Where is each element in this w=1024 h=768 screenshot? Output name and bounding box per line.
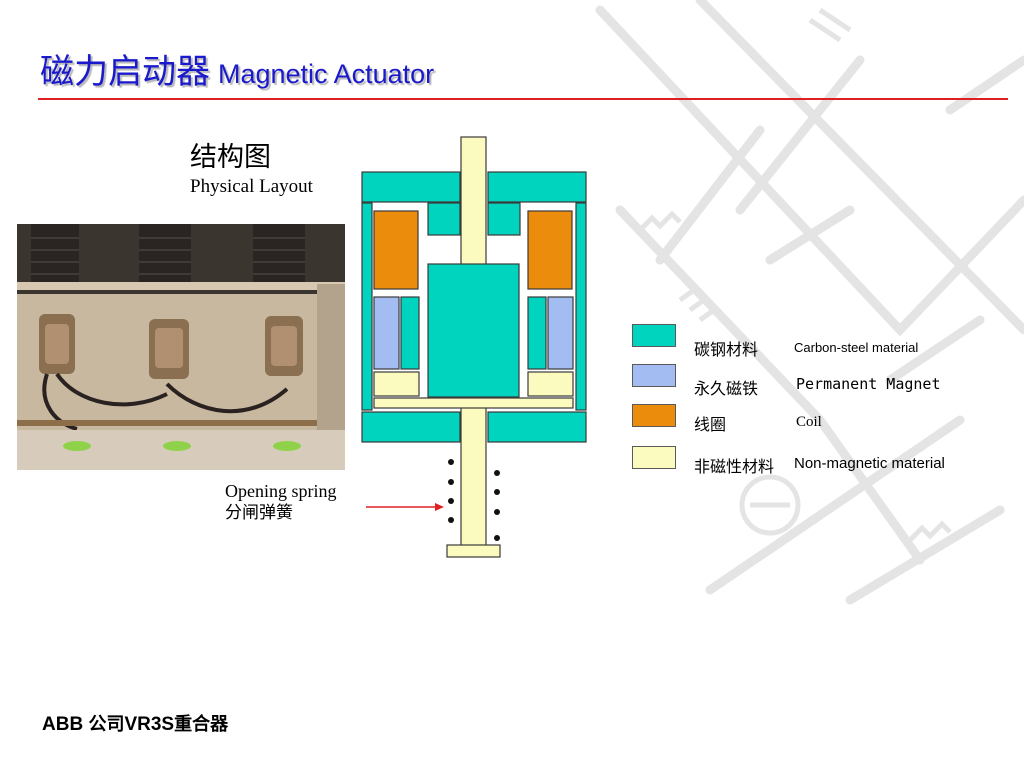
spring-coil-dot	[448, 517, 454, 523]
footer-brand: ABB	[42, 714, 84, 735]
legend-label-en: Coil	[796, 414, 822, 430]
spring-pointer-arrowhead	[435, 503, 444, 511]
spring-coil-dot	[494, 470, 500, 476]
opening-spring-label-en: Opening spring	[225, 481, 337, 501]
equipment-photo	[17, 224, 345, 470]
footer-company: 公司	[88, 714, 125, 735]
side-wall-left	[361, 202, 373, 411]
inner-steel-left	[400, 296, 420, 370]
spring-coil-dot	[448, 459, 454, 465]
footer-model: VR3S	[124, 714, 175, 735]
armature	[427, 263, 520, 398]
layout-heading-en: Physical Layout	[190, 176, 313, 197]
bottom-spacer-bar	[373, 397, 574, 409]
legend-swatch-non-magnetic	[632, 446, 676, 469]
legend-label-zh: 碳钢材料	[694, 340, 759, 359]
spring-coil-dot	[494, 489, 500, 495]
layout-heading: 结构图 Physical Layout	[190, 140, 313, 198]
legend-swatch-carbon-steel	[632, 324, 676, 347]
circuit-watermark	[595, 0, 1024, 605]
upper-steel-left	[427, 202, 461, 236]
legend-swatch-coil	[632, 404, 676, 427]
coil-right	[527, 210, 573, 290]
footer-product: 重合器	[174, 714, 229, 735]
magnet-left	[373, 296, 400, 370]
legend-swatch-permanent-magnet	[632, 364, 676, 387]
layout-heading-zh: 结构图	[190, 142, 271, 173]
bottom-yoke-right	[487, 411, 587, 443]
legend-label-en: Permanent Magnet	[796, 375, 941, 393]
spring-coil-dot	[448, 479, 454, 485]
title-zh: 磁力启动器	[40, 52, 210, 92]
title-en: Magnetic Actuator	[218, 59, 435, 89]
legend-label-zh: 线圈	[694, 415, 727, 434]
footer-caption: ABB 公司VR3S重合器	[42, 710, 228, 736]
side-wall-right	[575, 202, 587, 411]
page-title: 磁力启动器 Magnetic Actuator	[40, 44, 434, 94]
spacer-right	[527, 371, 574, 397]
rod-base-plate	[446, 544, 501, 558]
legend-label-zh: 永久磁铁	[694, 379, 759, 398]
opening-spring-label: Opening spring 分闸弹簧	[225, 480, 337, 524]
title-divider	[38, 98, 1008, 100]
legend-label-en: Carbon-steel material	[794, 340, 919, 355]
spring-coil-dot	[448, 498, 454, 504]
inner-steel-right	[527, 296, 547, 370]
legend-label-zh: 非磁性材料	[694, 457, 775, 476]
spring-coil-dot	[494, 509, 500, 515]
opening-spring-label-zh: 分闸弹簧	[225, 503, 293, 523]
top-yoke-right	[487, 171, 587, 203]
spring-coil-dot	[494, 535, 500, 541]
spacer-left	[373, 371, 420, 397]
legend-label-en: Non-magnetic material	[794, 455, 945, 472]
top-yoke-left	[361, 171, 461, 203]
coil-left	[373, 210, 419, 290]
upper-steel-right	[487, 202, 521, 236]
magnet-right	[547, 296, 574, 370]
bottom-yoke-left	[361, 411, 461, 443]
